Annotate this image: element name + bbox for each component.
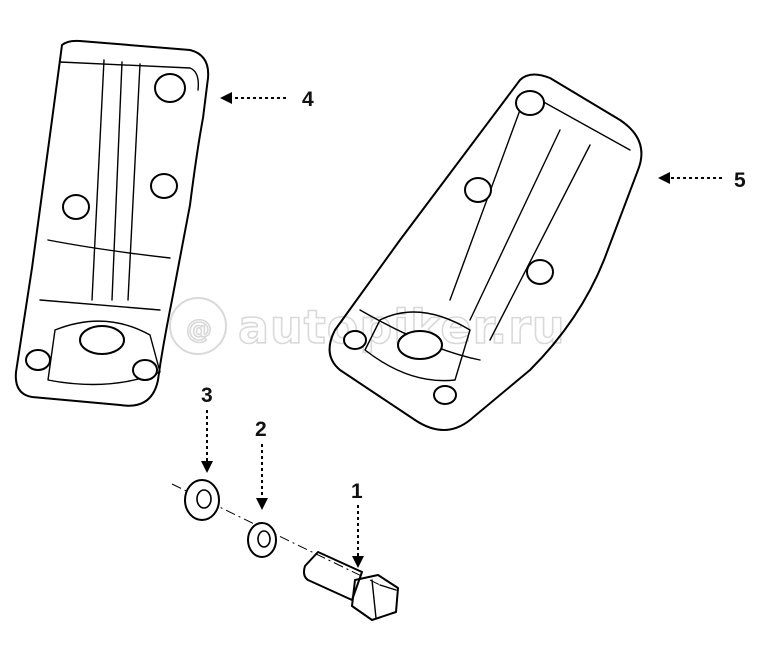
hex-bolt-part-1 (303, 551, 399, 621)
leader-arrows (201, 92, 722, 568)
callout-1: 1 (351, 480, 363, 503)
callout-2: 2 (255, 418, 267, 441)
bracket-right-part-5 (328, 73, 643, 431)
svg-text:@: @ (186, 315, 213, 345)
callout-5: 5 (734, 169, 746, 192)
flat-washer-part-3 (184, 479, 220, 521)
spring-washer-part-2 (247, 522, 277, 558)
bracket-left-part-4 (14, 39, 210, 407)
callout-3: 3 (201, 384, 213, 407)
callout-4: 4 (302, 88, 314, 111)
